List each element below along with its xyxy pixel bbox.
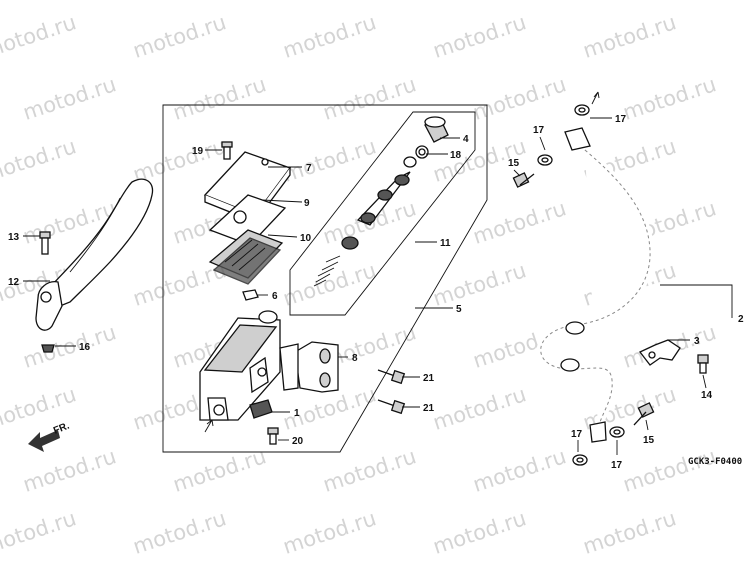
sealing-washer-17-c — [572, 454, 588, 466]
callout-19: 19 — [192, 146, 204, 157]
banjo-bolt-15-upper — [512, 172, 535, 188]
callout-11: 11 — [440, 238, 451, 249]
spring — [313, 255, 341, 287]
callout-10: 10 — [300, 233, 312, 244]
callout-1: 1 — [294, 408, 300, 419]
callout-21-upper: 21 — [423, 373, 435, 384]
callout-17-bottom-right: 17 — [611, 460, 623, 471]
diagram-code: GCK3-F0400 — [688, 457, 742, 467]
callout-3: 3 — [694, 336, 700, 347]
clip-6 — [242, 289, 259, 301]
kit-box-outline — [289, 111, 476, 316]
callout-18: 18 — [450, 150, 462, 161]
circlip-18 — [415, 145, 429, 159]
arrow-icon — [204, 419, 214, 433]
callout-8: 8 — [352, 353, 358, 364]
screw-19 — [221, 141, 233, 160]
callout-14: 14 — [701, 390, 713, 401]
screw-13 — [39, 231, 51, 255]
boot-4 — [424, 116, 449, 143]
washer — [403, 156, 417, 168]
assembly-box-outline — [162, 104, 488, 453]
callout-15-lower: 15 — [643, 435, 655, 446]
callout-20: 20 — [292, 436, 304, 447]
brake-lever — [35, 178, 154, 331]
piston — [356, 171, 411, 226]
front-direction-arrow-icon — [28, 430, 60, 452]
bolt-21-upper — [377, 369, 406, 385]
callout-5: 5 — [456, 304, 462, 315]
callout-12: 12 — [8, 277, 20, 288]
sealing-washer-17-a — [574, 104, 590, 116]
brake-hose — [536, 127, 655, 443]
leader-lines — [23, 117, 733, 455]
front-direction-label: FR. — [52, 420, 71, 436]
hose-guide-3 — [638, 339, 681, 366]
callout-6: 6 — [272, 291, 278, 302]
master-cylinder-body — [199, 310, 281, 421]
bolt-14 — [697, 354, 709, 374]
callout-7: 7 — [306, 163, 312, 174]
callout-15-upper: 15 — [508, 158, 520, 169]
banjo-bolt-15-lower — [633, 402, 655, 426]
callout-17-top: 17 — [615, 114, 627, 125]
cup-seal — [341, 236, 359, 250]
sealing-washer-17-b — [537, 154, 553, 166]
nut-16 — [41, 344, 55, 353]
sealing-washer-17-d — [609, 426, 625, 438]
callout-17-left: 17 — [533, 125, 545, 136]
callout-21-lower: 21 — [423, 403, 435, 414]
arrow-up-icon — [591, 91, 600, 105]
callout-4: 4 — [463, 134, 469, 145]
holder-8 — [279, 341, 339, 393]
bolt-21-lower — [377, 399, 406, 415]
callout-13: 13 — [8, 232, 20, 243]
callout-16: 16 — [79, 342, 91, 353]
callout-17-bottom-left: 17 — [571, 429, 583, 440]
callout-2: 2 — [738, 314, 744, 325]
diaphragm — [208, 229, 284, 285]
callout-9: 9 — [304, 198, 310, 209]
screw-20 — [267, 427, 279, 445]
